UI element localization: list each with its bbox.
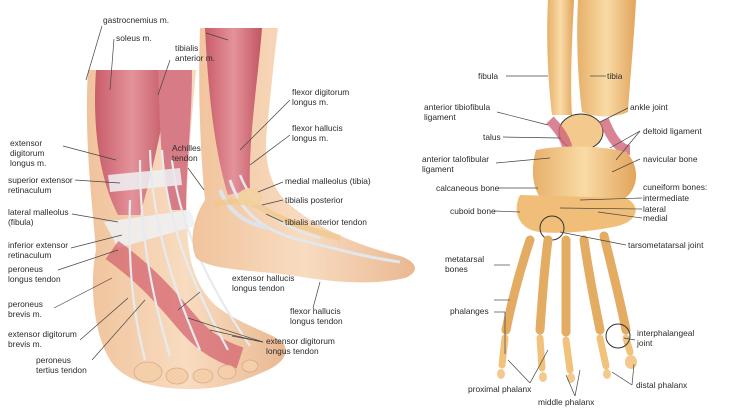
label-interphalangeal-2: joint: [637, 338, 653, 348]
label-peroneus-brevis-1: peroneus: [8, 299, 43, 309]
label-talus: talus: [483, 132, 501, 142]
label-cuneiform-medial: medial: [643, 213, 668, 223]
label-tarsometatarsal-joint: tarsometatarsal joint: [628, 240, 704, 250]
label-lateral-malleolus-1: lateral malleolus: [8, 207, 69, 217]
label-lateral-malleolus-2: (fibula): [8, 217, 34, 227]
label-ant-talofibular-1: anterior talofibular: [422, 154, 490, 164]
label-ehl-tendon-2: longus tendon: [232, 283, 285, 293]
label-fibula: fibula: [478, 71, 499, 81]
label-deltoid-ligament: deltoid ligament: [643, 126, 702, 136]
label-ext-dig-brevis-2: brevis m.: [8, 339, 42, 349]
label-achilles-2: tendon: [172, 153, 198, 163]
label-calcaneous-bone: calcaneous bone: [436, 183, 500, 193]
label-ext-dig-longus-2: digitorum: [10, 148, 45, 158]
label-tibia: tibia: [607, 71, 623, 81]
label-peroneus-longus-2: longus tendon: [8, 274, 61, 284]
label-ant-talofibular-2: ligament: [422, 164, 454, 174]
label-cuneiform-bones: cuneiform bones:: [643, 182, 708, 192]
label-fdl-1: flexor digitorum: [292, 87, 350, 97]
label-inf-ext-ret-1: inferior extensor: [8, 240, 69, 250]
label-medial-malleolus: medial malleolus (tibia): [285, 176, 371, 186]
label-tibialis-anterior-1: tibialis: [175, 43, 199, 53]
label-edl-tendon-2: longus tendon: [266, 346, 319, 356]
label-inf-ext-ret-2: retinaculum: [8, 250, 52, 260]
label-ehl-tendon-1: extensor hallucis: [232, 273, 295, 283]
label-ant-tibiofibula-1: anterior tibiofibula: [424, 102, 491, 112]
label-fdl-2: longus m.: [292, 97, 329, 107]
label-distal-phalanx: distal phalanx: [636, 380, 688, 390]
label-cuboid-bone: cuboid bone: [450, 206, 496, 216]
label-edl-tendon-1: extensor digitorum: [266, 336, 335, 346]
label-fhl-2: longus m.: [292, 133, 329, 143]
label-middle-phalanx: middle phalanx: [538, 397, 595, 407]
label-phalanges: phalanges: [450, 306, 489, 316]
label-fhl-tendon-1: flexor hallucis: [290, 306, 341, 316]
label-proximal-phalanx: proximal phalanx: [468, 384, 532, 394]
label-achilles-1: Achilles: [172, 143, 201, 153]
label-interphalangeal-1: interphalangeal: [637, 328, 695, 338]
label-cuneiform-intermediate: intermediate: [643, 193, 690, 203]
label-sup-ext-ret-2: retinaculum: [8, 185, 52, 195]
label-metatarsal-2: bones: [445, 264, 468, 274]
label-peroneus-longus-1: peroneus: [8, 264, 43, 274]
foot-skeleton-view: [497, 0, 637, 383]
label-fhl-1: flexor hallucis: [292, 123, 343, 133]
label-ext-dig-brevis-1: extensor digitorum: [8, 329, 77, 339]
label-ext-dig-longus-1: extensor: [10, 138, 43, 148]
label-peroneus-tertius-2: tertius tendon: [36, 365, 87, 375]
label-metatarsal-1: metatarsal: [445, 254, 485, 264]
label-ant-tibiofibula-2: ligament: [424, 112, 456, 122]
label-tibialis-anterior-2: anterior m.: [175, 53, 216, 63]
medial-foot-view: [192, 28, 416, 283]
label-soleus: soleus m.: [116, 33, 152, 43]
label-ext-dig-longus-3: longus m.: [10, 158, 47, 168]
leader-lines: [53, 25, 643, 397]
label-peroneus-tertius-1: peroneus: [36, 355, 71, 365]
label-navicular-bone: navicular bone: [643, 154, 698, 164]
label-ankle-joint: ankle joint: [630, 102, 668, 112]
label-fhl-tendon-2: longus tendon: [290, 316, 343, 326]
label-tibialis-anterior-tendon: tibialis anterior tendon: [285, 217, 367, 227]
label-peroneus-brevis-2: brevis m.: [8, 309, 42, 319]
label-sup-ext-ret-1: superior extensor: [8, 175, 73, 185]
label-gastrocnemius: gastrocnemius m.: [103, 15, 170, 25]
label-tibialis-posterior: tibialis posterior: [285, 195, 344, 205]
label-cuneiform-lateral: lateral: [643, 204, 666, 214]
